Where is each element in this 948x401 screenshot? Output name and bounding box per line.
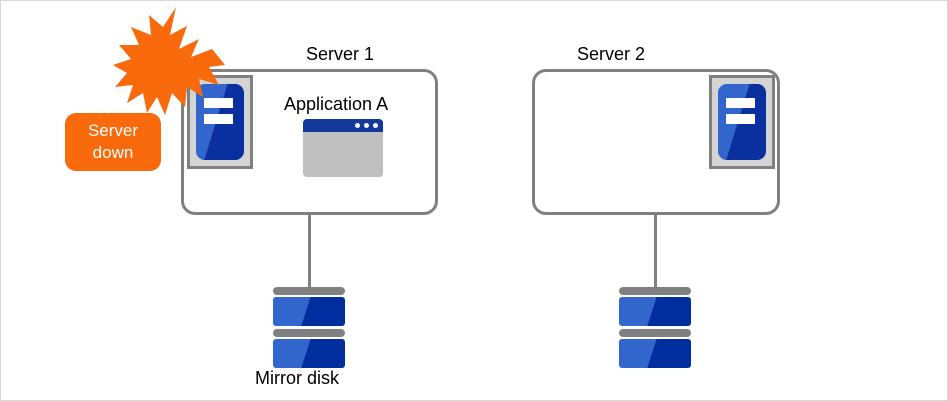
- server-2-title: Server 2: [577, 44, 646, 64]
- server-down-badge-line1: Server: [87, 121, 139, 141]
- server-machine-icon-bar-bottom: [725, 113, 756, 124]
- mirror-disk-icon: [273, 287, 345, 368]
- server-machine-icon-bar-top: [725, 98, 756, 109]
- application-window-body: [303, 132, 383, 177]
- window-dot-2: [364, 123, 369, 128]
- server-1-title: Server 1: [306, 44, 375, 64]
- window-dot-3: [373, 123, 378, 128]
- disk-cap-top-2: [619, 287, 691, 295]
- mirror-disk-label: Mirror disk: [255, 368, 339, 388]
- disk-platter-4: [619, 339, 691, 368]
- lightning-burst-icon: [113, 7, 225, 115]
- server-machine-icon-body: [196, 84, 244, 160]
- server-down-badge-line2: down: [92, 143, 134, 162]
- application-window-titlebar: [303, 119, 383, 132]
- server-machine-icon-bar-bottom: [203, 113, 234, 124]
- disk-cap-top-1: [273, 287, 345, 295]
- application-a-label: Application A: [284, 94, 389, 114]
- server-2-disk-connector: [654, 214, 657, 288]
- application-window-icon: [303, 119, 383, 177]
- server-machine-icon-body: [718, 84, 766, 160]
- server-machine-icon: [709, 75, 775, 169]
- server-down-badge: Server down: [65, 113, 161, 171]
- server-machine-icon-bar-top: [203, 98, 234, 109]
- disk-platter-1: [273, 297, 345, 326]
- server-1-disk-connector: [308, 214, 311, 288]
- disk-platter-3: [619, 297, 691, 326]
- disk-platter-2: [273, 339, 345, 368]
- mirror-disk-icon: [619, 287, 691, 368]
- window-dot-1: [355, 123, 360, 128]
- disk-cap-mid-2: [619, 329, 691, 337]
- disk-cap-mid-1: [273, 329, 345, 337]
